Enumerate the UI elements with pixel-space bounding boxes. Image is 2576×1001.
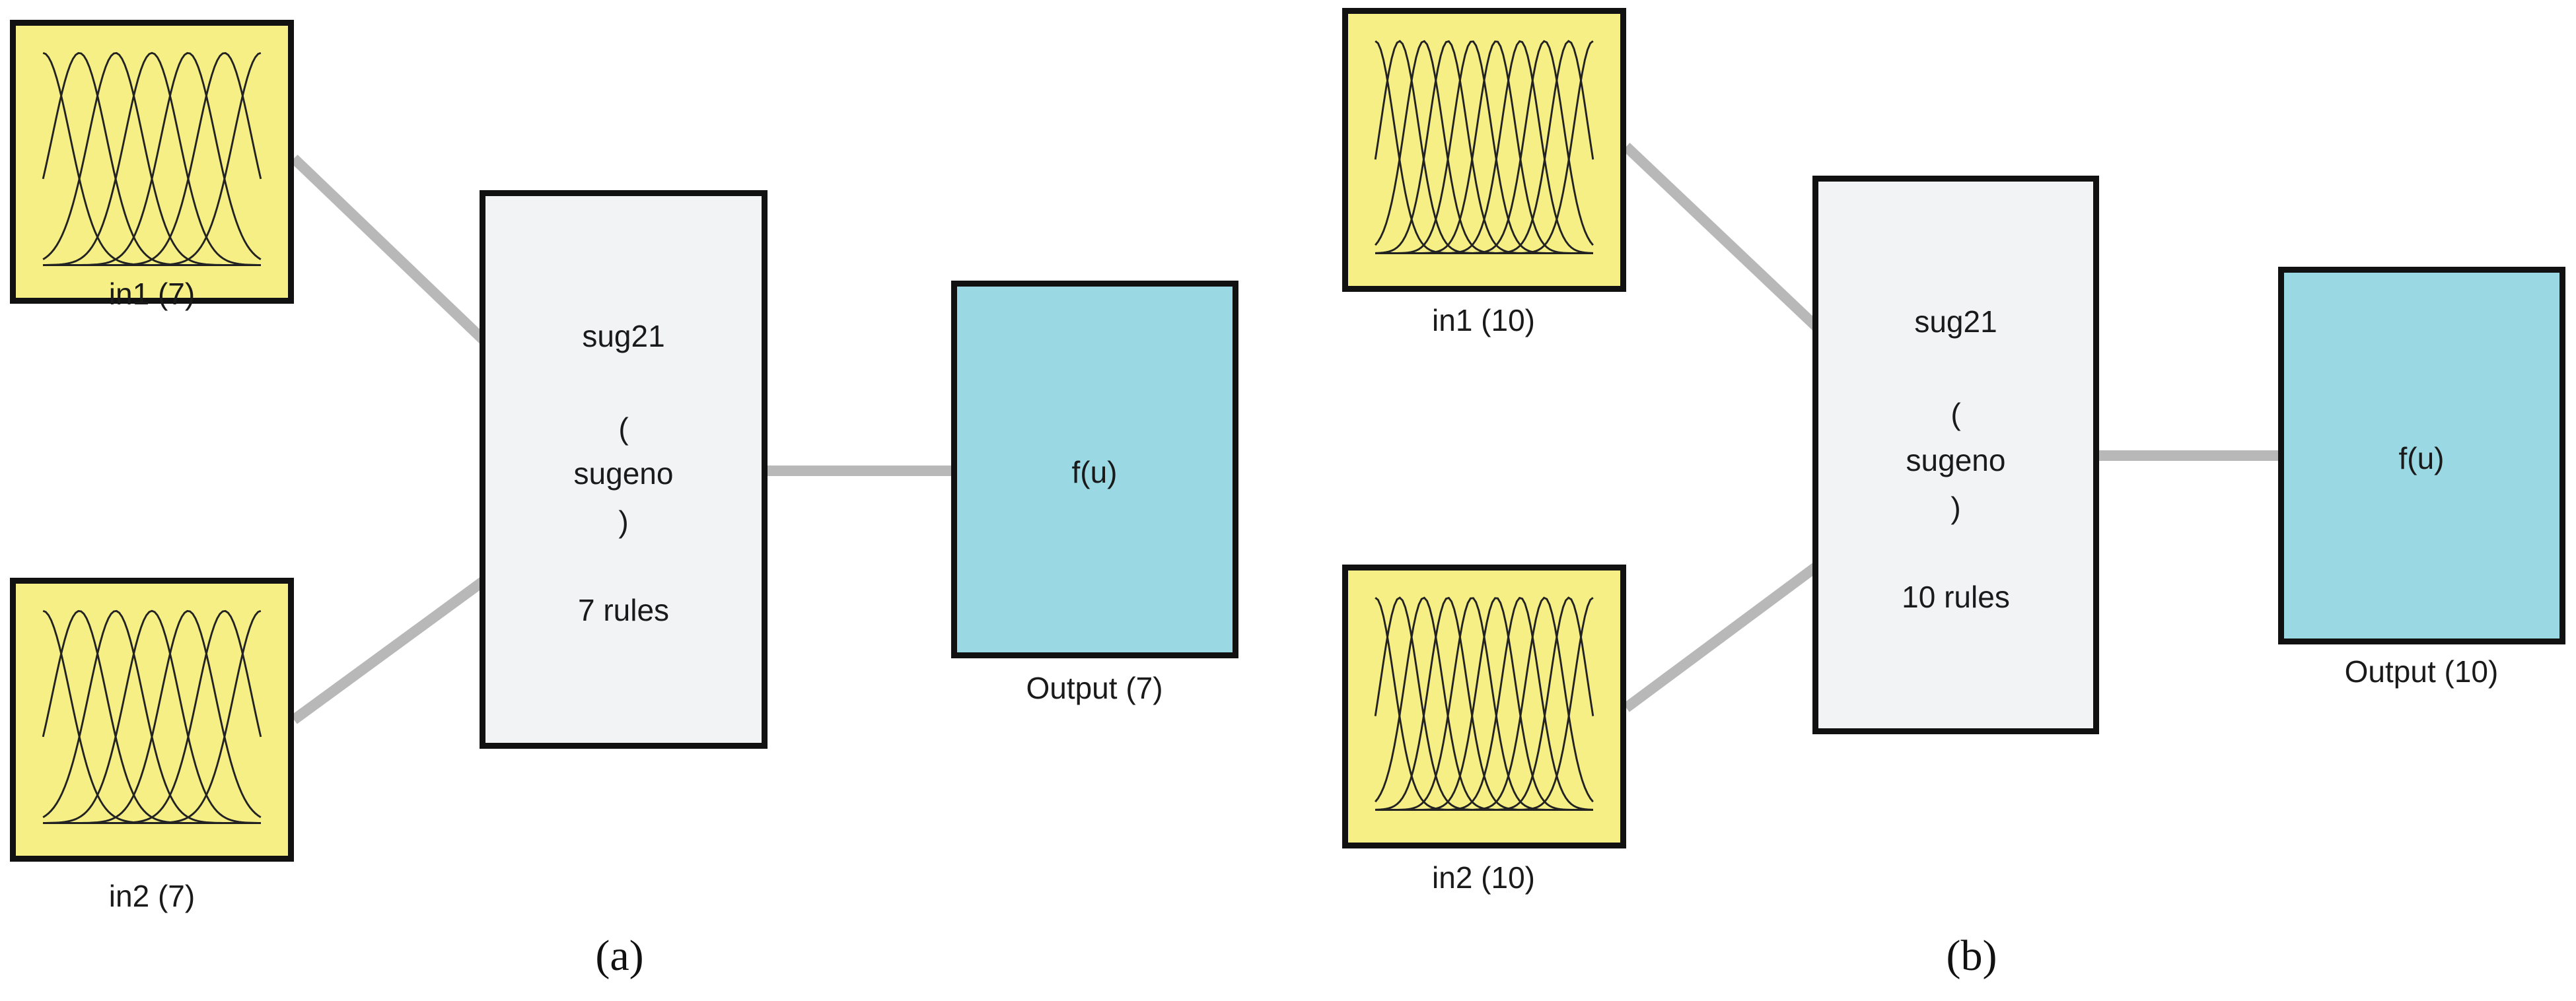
membership-functions-icon (42, 609, 262, 825)
membership-curve (1375, 40, 1593, 255)
connector-b-in2-system (1623, 562, 1820, 712)
output-function-b: f(u) (2398, 441, 2445, 475)
input-label-in2-a: in2 (7) (108, 879, 196, 913)
membership-functions-icon (1374, 40, 1594, 255)
membership-functions-icon (1374, 596, 1594, 811)
membership-curve (43, 609, 261, 824)
output-function-a: f(u) (1071, 455, 1118, 489)
output-label-a: Output (7) (1026, 671, 1163, 705)
system-rules-b: 10 rules (1902, 580, 2010, 614)
input-label-in2-b: in2 (10) (1432, 860, 1535, 895)
output-box-a[interactable] (951, 281, 1238, 658)
input-box-in1-b[interactable] (1342, 8, 1626, 292)
input-box-in2-b[interactable] (1342, 565, 1626, 848)
system-rules-a: 7 rules (577, 593, 670, 627)
input-box-in2-a[interactable] (10, 578, 294, 862)
panel-caption-a: (a) (595, 932, 644, 980)
system-name-a: sug21 (582, 319, 665, 353)
system-close-paren-a: ) (618, 504, 629, 539)
membership-functions-icon (42, 52, 262, 267)
input-label-in1-a: in1 (7) (108, 277, 196, 311)
connector-a-in2-system (291, 576, 487, 724)
system-type-b: sugeno (1906, 443, 2006, 477)
system-close-paren-b: ) (1950, 491, 1961, 525)
input-label-in1-b: in1 (10) (1432, 303, 1535, 337)
output-box-b[interactable] (2278, 267, 2565, 644)
system-type-a: sugeno (573, 456, 674, 491)
system-open-paren-b: ( (1950, 397, 1961, 431)
system-box-b[interactable] (1812, 176, 2099, 734)
panel-caption-b: (b) (1946, 932, 1997, 980)
system-open-paren-a: ( (618, 411, 629, 446)
membership-curve (1375, 596, 1593, 811)
output-label-b: Output (10) (2344, 654, 2499, 689)
system-name-b: sug21 (1914, 304, 1997, 339)
membership-curve (43, 52, 261, 266)
input-box-in1-a[interactable] (10, 20, 294, 304)
system-box-a[interactable] (480, 190, 768, 749)
connector-b-in1-system (1622, 143, 1820, 331)
connector-a-in1-system (290, 155, 487, 344)
